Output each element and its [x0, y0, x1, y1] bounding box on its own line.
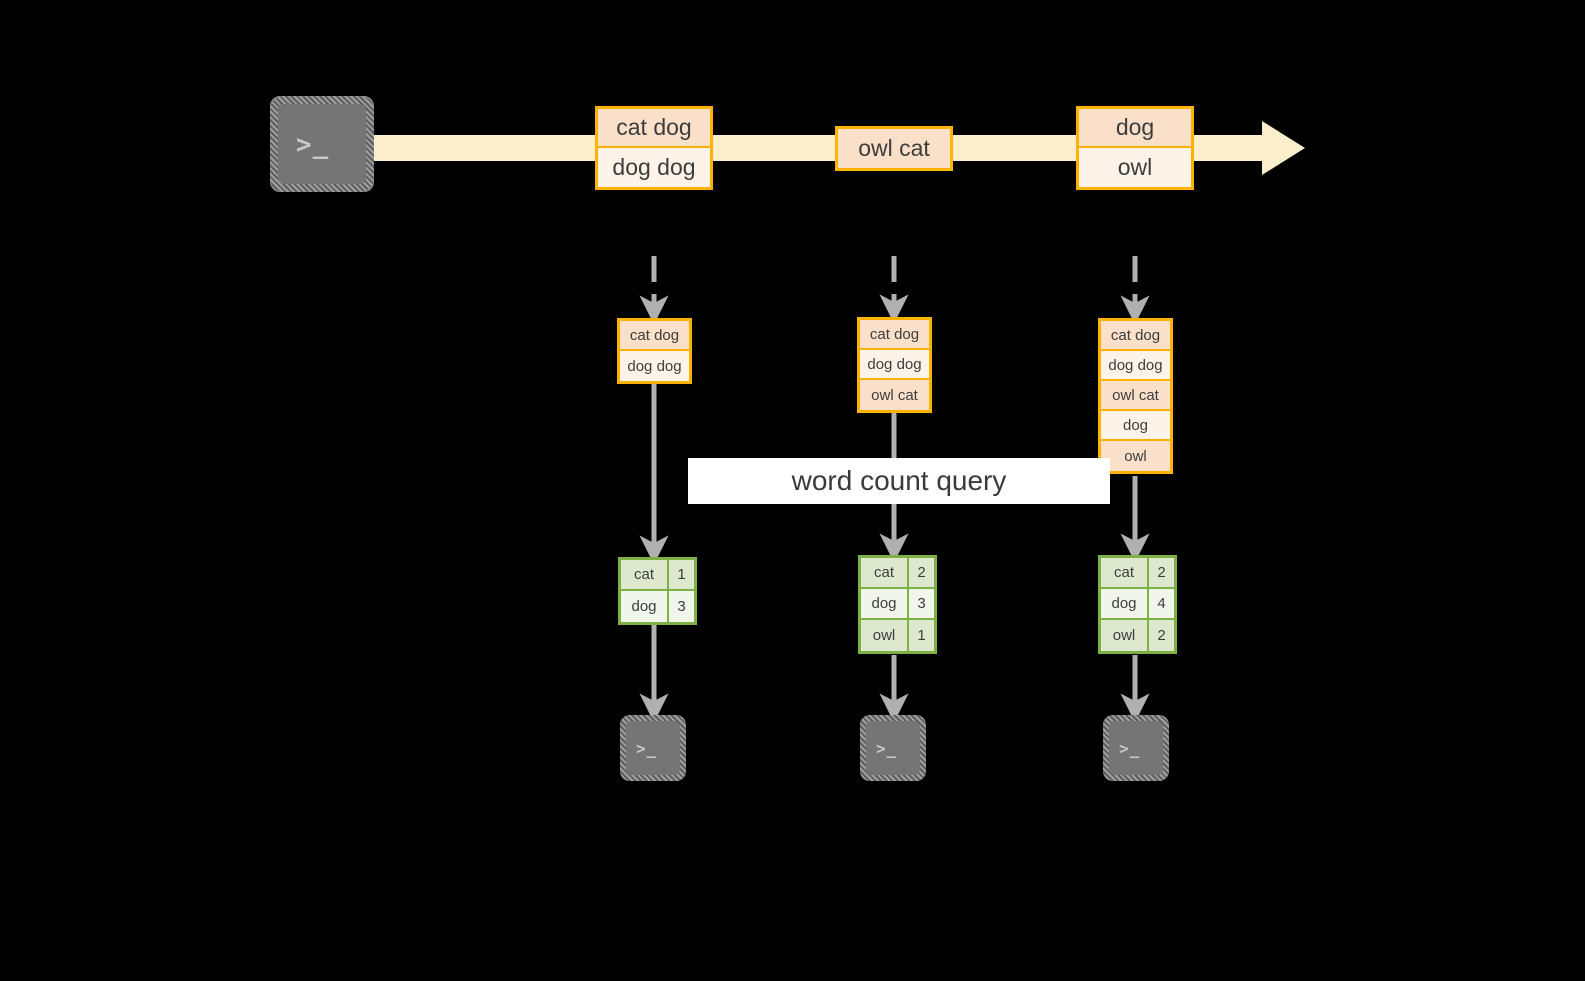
query-label: word count query [688, 458, 1110, 504]
result-word: owl [1101, 620, 1149, 651]
terminal-prompt-glyph: >_ [876, 739, 898, 758]
result-table-3: cat 2 dog 4 owl 2 [1098, 555, 1177, 654]
sink-terminal-icon-2: >_ [860, 715, 926, 781]
terminal-prompt-glyph: >_ [636, 739, 658, 758]
input-table-1: cat dog dog dog [617, 318, 692, 384]
stream-line: dog [1079, 109, 1191, 148]
input-table-3: cat dog dog dog owl cat dog owl [1098, 318, 1173, 474]
input-table-row: cat dog [860, 320, 929, 350]
stream-batch-3: dog owl [1076, 106, 1194, 190]
result-word: owl [861, 620, 909, 651]
table-row: cat 2 [1101, 558, 1174, 589]
input-table-row: owl cat [1101, 381, 1170, 411]
table-row: dog 3 [621, 591, 694, 622]
result-count: 1 [677, 566, 686, 583]
stream-batch-1: cat dog dog dog [595, 106, 713, 190]
input-table-row: dog [1101, 411, 1170, 441]
result-word: cat [1101, 558, 1149, 587]
result-count: 2 [1157, 564, 1166, 581]
result-word: cat [621, 560, 669, 589]
input-table-row: owl cat [860, 380, 929, 410]
input-table-row: owl [1101, 441, 1170, 471]
table-row: cat 1 [621, 560, 694, 591]
query-label-text: word count query [791, 465, 1007, 496]
input-table-row: cat dog [620, 321, 689, 351]
result-table-2: cat 2 dog 3 owl 1 [858, 555, 937, 654]
stream-line: cat dog [598, 109, 710, 148]
terminal-prompt-glyph: >_ [296, 130, 330, 160]
stream-line: owl [1079, 148, 1191, 187]
input-table-row: cat dog [1101, 321, 1170, 351]
stream-line: owl cat [838, 129, 950, 168]
source-terminal-icon: >_ [270, 96, 374, 192]
result-count: 2 [917, 564, 926, 581]
result-count: 3 [917, 595, 926, 612]
terminal-prompt-glyph: >_ [1119, 739, 1141, 758]
result-count: 2 [1157, 627, 1166, 644]
result-word: cat [861, 558, 909, 587]
table-row: cat 2 [861, 558, 934, 589]
table-row: owl 2 [1101, 620, 1174, 651]
input-table-row: dog dog [860, 350, 929, 380]
input-table-row: dog dog [620, 351, 689, 381]
trigger-arrows [639, 256, 1150, 325]
result-count: 4 [1157, 595, 1166, 612]
result-word: dog [621, 591, 669, 622]
sink-terminal-icon-1: >_ [620, 715, 686, 781]
result-word: dog [861, 589, 909, 618]
table-row: dog 3 [861, 589, 934, 620]
sink-terminal-icon-3: >_ [1103, 715, 1169, 781]
table-row: dog 4 [1101, 589, 1174, 620]
stream-batch-2: owl cat [835, 126, 953, 171]
result-count: 1 [917, 627, 926, 644]
terminal-inner [278, 104, 366, 184]
stream-line: dog dog [598, 148, 710, 187]
terminal-inner [626, 721, 680, 775]
result-count: 3 [677, 598, 686, 615]
result-table-1: cat 1 dog 3 [618, 557, 697, 625]
terminal-inner [866, 721, 920, 775]
terminal-inner [1109, 721, 1163, 775]
input-table-row: dog dog [1101, 351, 1170, 381]
input-table-2: cat dog dog dog owl cat [857, 317, 932, 413]
table-row: owl 1 [861, 620, 934, 651]
result-word: dog [1101, 589, 1149, 618]
